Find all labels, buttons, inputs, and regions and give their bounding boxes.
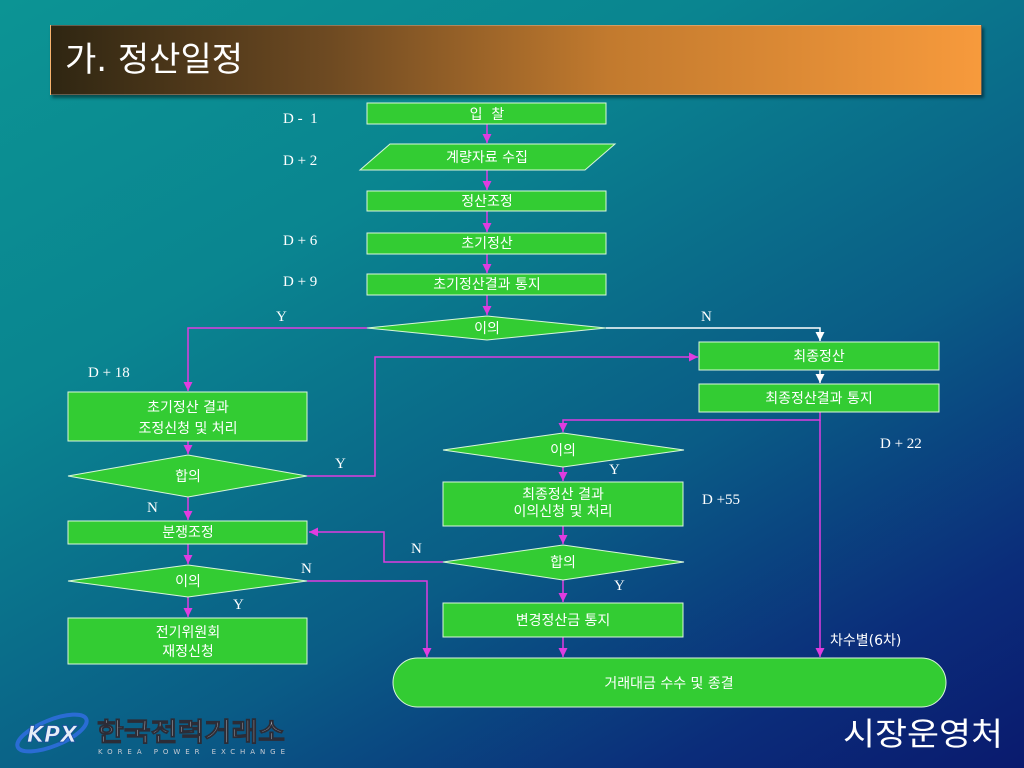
branch-objection-3-yes: Y <box>609 462 620 478</box>
branch-agreement-1-no: N <box>147 500 158 516</box>
page-title: 가. 정산일정 <box>65 40 244 80</box>
decision-objection-1: 이의 <box>366 315 607 341</box>
decision-objection-3-label: 이의 <box>550 443 576 459</box>
node-final-notice: 최종정산결과 통지 <box>698 383 940 413</box>
node-bid: 입 찰 <box>366 102 607 125</box>
edge-objection-1-no <box>606 327 825 341</box>
node-dispute-mediation: 분쟁조정 <box>67 520 308 545</box>
node-closing-terminator <box>392 657 947 708</box>
node-final-result-line-2: 이의신청 및 처리 <box>513 504 612 520</box>
edge-label-per-round: 차수별(6차) <box>830 633 901 649</box>
edge-agreement-1-yes <box>307 352 698 477</box>
node-initial-result-line-2: 조정신청 및 처리 <box>138 421 237 437</box>
decision-objection-2-label: 이의 <box>175 574 201 590</box>
logo-mark: KPX <box>27 723 78 748</box>
edge-objection-1-yes <box>183 327 367 391</box>
node-change-notice: 변경정산금 통지 <box>442 602 684 638</box>
node-change-notice-box <box>442 602 684 638</box>
node-adjustment-label: 정산조정 <box>461 194 513 210</box>
logo-swoosh-icon <box>15 712 89 754</box>
branch-objection-1-no: N <box>701 309 712 325</box>
node-closing-label: 거래대금 수수 및 종결 <box>604 676 733 692</box>
branch-objection-2-yes: Y <box>233 597 244 613</box>
node-meter-data-label: 계량자료 수집 <box>446 150 528 166</box>
node-initial-result-line-1: 초기정산 결과 <box>147 400 229 416</box>
decision-agreement-1-shape <box>67 454 308 498</box>
schedule-d-plus-18: D + 18 <box>88 365 130 381</box>
node-initial-result: 초기정산 결과 조정신청 및 처리 <box>67 391 308 442</box>
node-commission-box <box>67 617 308 665</box>
node-initial-notice-label: 초기정산결과 통지 <box>433 277 541 293</box>
branch-agreement-2-no: N <box>411 541 422 557</box>
decision-objection-1-label: 이의 <box>474 321 500 337</box>
decision-objection-2: 이의 <box>67 564 308 598</box>
branch-objection-1-yes: Y <box>276 309 287 325</box>
node-initial-notice: 초기정산결과 통지 <box>366 273 607 296</box>
node-change-notice-label: 변경정산금 통지 <box>516 613 611 629</box>
node-dispute-mediation-box <box>67 520 308 545</box>
logo-name: 한국전력거래소 <box>97 718 285 748</box>
schedule-d-plus-22: D + 22 <box>880 436 922 452</box>
node-final-settlement: 최종정산 <box>698 341 940 371</box>
decision-objection-3-shape <box>442 432 685 468</box>
node-commission-line-1: 전기위원회 <box>156 625 220 641</box>
decision-objection-3: 이의 <box>442 432 685 468</box>
node-bid-label: 입 찰 <box>470 107 505 123</box>
branch-objection-2-no: N <box>301 561 312 577</box>
node-closing: 거래대금 수수 및 종결 <box>392 657 947 708</box>
node-meter-data: 계량자료 수집 <box>358 143 617 171</box>
decision-objection-2-shape <box>67 564 308 598</box>
node-adjustment-box <box>366 190 607 212</box>
node-adjustment: 정산조정 <box>366 190 607 212</box>
node-final-settlement-box <box>698 341 940 371</box>
node-meter-data-shape <box>358 143 617 171</box>
schedule-d-plus-6: D + 6 <box>283 233 318 249</box>
node-bid-box <box>366 102 607 125</box>
node-initial-settlement: 초기정산 <box>366 232 607 255</box>
decision-agreement-2-label: 합의 <box>550 555 576 571</box>
schedule-d-plus-55: D +55 <box>702 492 740 508</box>
schedule-d-plus-2: D + 2 <box>283 153 317 169</box>
node-initial-notice-box <box>366 273 607 296</box>
node-final-result-box <box>442 481 684 527</box>
node-initial-settlement-label: 초기정산 <box>461 236 513 252</box>
decision-agreement-2: 합의 <box>442 544 685 581</box>
department-name: 시장운영처 <box>843 715 1003 753</box>
node-initial-result-box <box>67 391 308 442</box>
title-bar: 가. 정산일정 <box>50 25 982 95</box>
edge-final-notice-to-objection-3 <box>558 412 821 432</box>
node-final-settlement-label: 최종정산 <box>793 349 845 365</box>
node-final-result: 최종정산 결과 이의신청 및 처리 <box>442 481 684 527</box>
decision-objection-1-shape <box>366 315 607 341</box>
logo-subtitle: KOREA POWER EXCHANGE <box>98 748 285 756</box>
schedule-d-plus-9: D + 9 <box>283 274 317 290</box>
decision-agreement-2-shape <box>442 544 685 581</box>
branch-agreement-1-yes: Y <box>335 456 346 472</box>
kpx-logo: KPX 한국전력거래소 KOREA POWER EXCHANGE <box>15 712 285 756</box>
decision-agreement-1-label: 합의 <box>175 469 201 485</box>
node-final-result-line-1: 최종정산 결과 <box>522 487 604 503</box>
node-final-notice-label: 최종정산결과 통지 <box>765 391 873 407</box>
node-initial-settlement-box <box>366 232 607 255</box>
decision-agreement-1: 합의 <box>67 454 308 498</box>
node-commission: 전기위원회 재정신청 <box>67 617 308 665</box>
edge-agreement-2-no <box>309 527 443 563</box>
node-final-notice-box <box>698 383 940 413</box>
node-commission-line-2: 재정신청 <box>162 644 214 660</box>
branch-agreement-2-yes: Y <box>614 578 625 594</box>
schedule-d-minus-1: D - 1 <box>283 111 318 127</box>
edge-objection-2-no <box>307 580 432 657</box>
node-dispute-mediation-label: 분쟁조정 <box>162 525 214 541</box>
